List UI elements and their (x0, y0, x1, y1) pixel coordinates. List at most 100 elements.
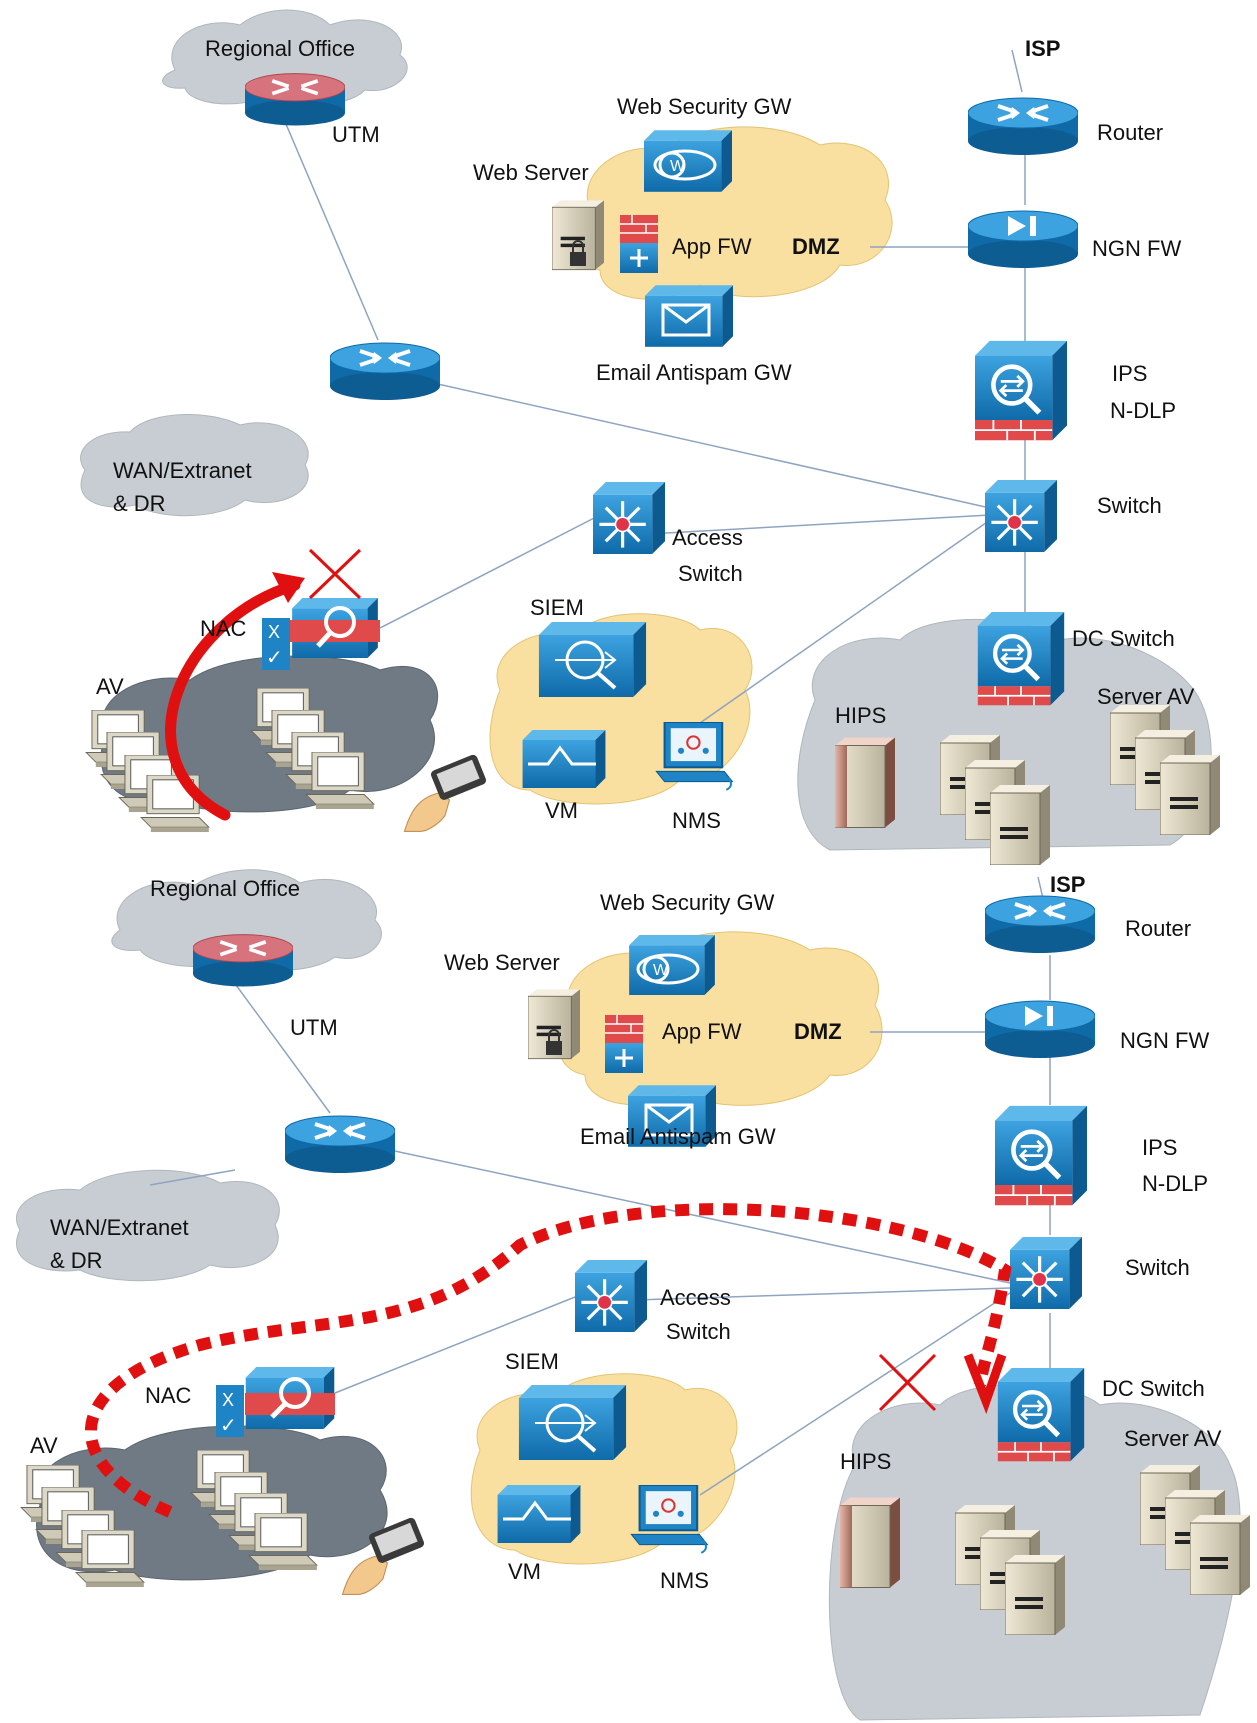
bypass-arrow-head (272, 572, 305, 603)
label-web-server: Web Server (444, 950, 560, 975)
app-firewall-icon (605, 1015, 643, 1073)
dc-switch-icon (998, 1368, 1084, 1461)
blocked-x-icon (878, 1353, 937, 1412)
regional-office-cloud (111, 869, 382, 971)
label-router: Router (1125, 916, 1192, 941)
vm-appliance-icon (522, 730, 606, 788)
utm-router-icon (193, 932, 293, 989)
nac-appliance-icon: X ✓ (216, 1367, 335, 1437)
network-links (149, 876, 1051, 1496)
blocked-x-icon (308, 548, 362, 600)
label-email-antispam-gw: Email Antispam GW (596, 360, 792, 385)
web-server-icon (528, 988, 580, 1060)
label-dc-switch: DC Switch (1072, 626, 1175, 651)
label-av: AV (30, 1433, 58, 1458)
label-ngn-fw: NGN FW (1120, 1028, 1210, 1053)
hips-server-icon (840, 1496, 900, 1589)
diagram-top: W X ✓ (80, 9, 1220, 865)
label-siem: SIEM (530, 595, 584, 620)
wan-extranet-cloud (80, 414, 309, 517)
svg-text:✓: ✓ (266, 645, 283, 669)
label-wan-extranet: WAN/Extranet (50, 1215, 189, 1240)
bypass-arrow (165, 579, 301, 821)
web-security-gw-icon: W (629, 935, 715, 995)
label-server-av: Server AV (1097, 684, 1195, 709)
nac-appliance-icon: X ✓ (262, 598, 380, 670)
label-app-fw: App FW (662, 1019, 742, 1044)
label-switch: Switch (1125, 1255, 1190, 1280)
regional-office-cloud (162, 9, 408, 106)
label-av: AV (96, 674, 124, 699)
label-switch: Switch (1097, 493, 1162, 518)
svg-text:✓: ✓ (220, 1413, 237, 1437)
label-ndlp: N-DLP (1142, 1171, 1209, 1196)
label-app-fw: App FW (672, 234, 752, 259)
diagram-bottom: W X ✓ (0, 865, 1257, 1723)
label-access-switch: Switch (666, 1319, 731, 1344)
label-ips: IPS (1142, 1135, 1178, 1160)
web-security-gw-icon: W (644, 130, 732, 192)
diagram-canvas-bottom: W X ✓ (16, 869, 1250, 1721)
wan-router-icon (285, 1115, 395, 1175)
svg-text:X: X (268, 622, 280, 642)
dc-switch-icon (978, 612, 1064, 705)
network-links (279, 49, 1026, 731)
label-isp: ISP (1050, 872, 1086, 897)
svg-text:W: W (653, 962, 669, 979)
label-utm: UTM (290, 1015, 338, 1040)
label-web-server: Web Server (473, 160, 589, 185)
label-dmz: DMZ (794, 1019, 842, 1044)
core-switch-icon (1010, 1237, 1082, 1309)
label-nac: NAC (200, 616, 247, 641)
label-ndlp: N-DLP (1110, 398, 1177, 423)
label-utm: UTM (332, 122, 380, 147)
label-ngn-fw: NGN FW (1092, 236, 1182, 261)
wan-router-icon (330, 342, 440, 402)
label-isp: ISP (1025, 36, 1061, 61)
label-ips: IPS (1112, 361, 1148, 386)
label-siem: SIEM (505, 1349, 559, 1374)
nms-laptop-icon (630, 1485, 709, 1554)
isp-router-icon (985, 895, 1095, 955)
label-server-av: Server AV (1124, 1426, 1222, 1451)
wan-extranet-cloud (16, 1169, 280, 1282)
app-firewall-icon (620, 215, 658, 273)
hips-server-icon (835, 736, 895, 829)
label-wan-dr: & DR (50, 1248, 103, 1273)
lateral-movement-path (84, 1203, 1012, 1518)
label-router: Router (1097, 120, 1164, 145)
core-switch-icon (985, 480, 1057, 552)
datacenter-cloud (797, 618, 1212, 851)
label-web-security-gw: Web Security GW (617, 94, 792, 119)
label-nms: NMS (672, 808, 721, 833)
svg-text:W: W (670, 158, 686, 175)
email-antispam-gw-icon (628, 1085, 716, 1147)
vm-appliance-icon (497, 1485, 581, 1543)
siem-appliance-icon (518, 1385, 627, 1460)
label-regional-office: Regional Office (150, 876, 301, 901)
label-dc-switch: DC Switch (1102, 1376, 1205, 1401)
ngn-firewall-icon (968, 210, 1078, 269)
nms-laptop-icon (655, 722, 734, 791)
isp-router-icon (968, 97, 1078, 157)
siem-appliance-icon (538, 622, 647, 697)
label-regional-office: Regional Office (205, 36, 356, 61)
label-vm: VM (508, 1559, 541, 1584)
label-hips: HIPS (835, 703, 887, 728)
svg-text:X: X (222, 1390, 234, 1410)
label-web-security-gw: Web Security GW (600, 890, 775, 915)
dmz-cloud (573, 126, 893, 300)
ips-appliance-icon (975, 341, 1067, 440)
ngn-firewall-icon (985, 1000, 1095, 1059)
label-access: Access (660, 1285, 731, 1310)
label-email-antispam-gw: Email Antispam GW (580, 1124, 776, 1149)
email-antispam-gw-icon (645, 285, 733, 347)
label-nms: NMS (660, 1568, 709, 1593)
label-access-switch: Switch (678, 561, 743, 586)
label-wan-extranet: WAN/Extranet (113, 458, 252, 483)
label-access: Access (672, 525, 743, 550)
label-dmz: DMZ (792, 234, 840, 259)
access-switch-icon (593, 482, 665, 554)
label-nac: NAC (145, 1383, 192, 1408)
utm-router-icon (245, 74, 345, 126)
